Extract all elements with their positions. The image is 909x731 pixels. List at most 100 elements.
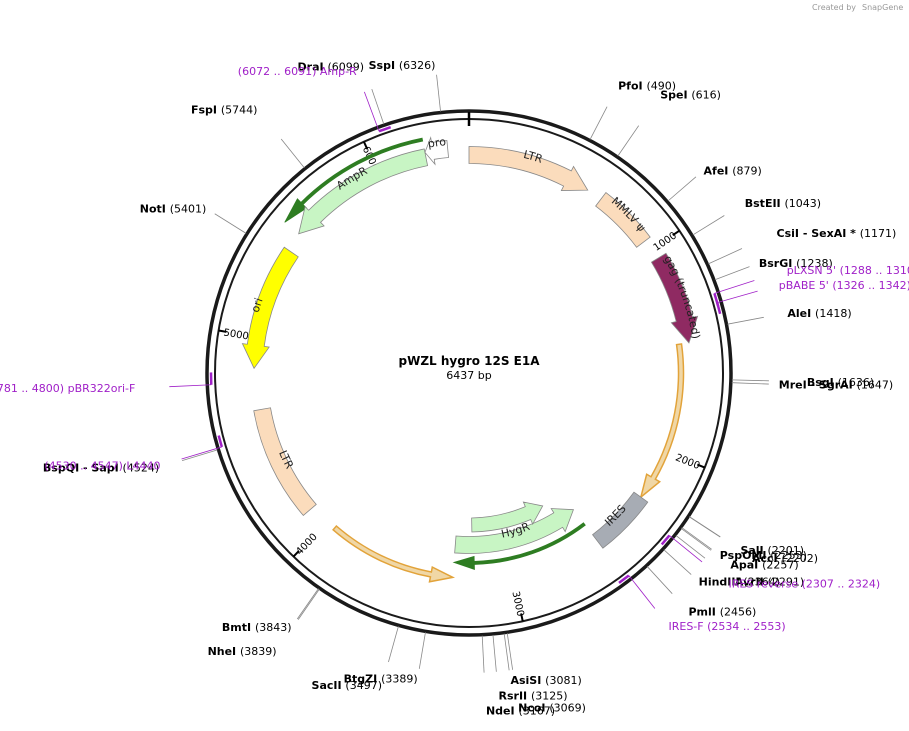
primer-line-pbabe-5 [717,290,758,303]
feature-label-ori: ori [249,296,266,314]
feature-label-ltr: LTR [522,148,544,166]
feature-mmlv-psi [595,192,651,248]
feature-ires [592,491,649,549]
enzyme-line-pspomi [681,527,712,550]
enzyme-line-btgzi [418,632,426,669]
primer-mark-ires-f [618,574,630,584]
backbone-outer-ring [205,109,733,637]
tick-6000 [362,141,369,150]
primer-line-pbr322ori-f [169,384,212,388]
enzyme-bmti: BmtI (3843) [222,621,292,634]
tick-5000 [218,329,227,333]
tick-label-1000: 1000 [652,230,679,253]
enzyme-line-sspi [436,74,441,112]
enzyme-line-ncoi [506,633,514,670]
enzyme-bsrgi: BsrGI (1238) [759,257,833,270]
feature-ori [241,246,299,370]
enzyme-bsgi: BsgI (1636) [807,376,874,389]
credit: Created by SnapGene [812,3,903,12]
enzyme-fspi: FspI (5744) [191,103,257,116]
primer-ires-reverse: IRES reverse (2307 .. 2324) [728,577,880,590]
feature-label-ampr-promoter: AmpR promoter [0,0,447,151]
primer-line-ires-f [628,575,656,609]
tick-label-2000: 2000 [674,452,702,472]
feature-ampr [298,148,429,235]
enzyme-rsrii: RsrII (3125) [499,690,568,703]
primer-line-ires-reverse [669,535,703,563]
enzyme-asisi: AsiSI (3081) [510,674,581,687]
tick-4000 [292,550,300,558]
enzyme-pmli: PmlI (2456) [688,605,756,618]
enzyme-line-alei [727,316,764,325]
plasmid-title: pWZL hygro 12S E1A 6437 bp [399,354,541,382]
tick-label-5000: 5000 [223,327,250,342]
enzyme-line-bsrgi [714,266,750,281]
enzyme-line-avrii [675,535,706,559]
tick-1000 [672,229,680,237]
enzyme-pspomi: PspOMI (2253) [720,549,807,562]
enzyme-bsteii: BstEII (1043) [745,197,821,210]
enzyme-line-apai [680,528,712,551]
primer-line-plxsn-5 [714,280,755,294]
orf-arc-2 [332,524,456,583]
primer-ires-f: IRES-F (2534 .. 2553) [668,620,785,633]
enzyme-line-sacii [388,626,399,663]
enzyme-avrii: AvrII (2291) [735,576,804,589]
enzyme-ndei: NdeI (3167) [486,705,555,718]
primer-amp-r: (6072 .. 6091) Amp-R [238,65,357,78]
enzyme-line-csii-sexai [708,248,743,265]
primer-plxsn-5: pLXSN 5' (1288 .. 1310) [787,264,909,277]
enzyme-line-drai [371,89,385,125]
enzyme-line-acci [688,516,721,538]
enzyme-mrei-sgrai: MreI - SgrAI (1647) [779,378,893,391]
enzyme-line-bspqi-sapi [181,449,218,462]
enzyme-line-fspi [280,138,305,169]
primer-mark-ires-reverse [660,534,671,546]
credit-brand: SnapGene [862,3,903,12]
enzyme-sites: SspI (6326)DraI (6099)FspI (5744)NotI (5… [43,59,896,718]
enzyme-line-pmli [646,566,673,594]
enzyme-spei: SpeI (616) [660,88,721,101]
enzyme-nhei: NheI (3839) [208,645,277,658]
enzyme-drai: DraI (6099) [298,60,364,73]
orf-arcs [284,137,685,583]
enzyme-csii-sexai: CsiI - SexAI * (1171) [777,227,897,240]
primer-mark-pbabe-5 [715,302,722,315]
feature-gag-truncated [650,252,699,344]
enzyme-sali: SalI (2201) [740,544,804,557]
plasmid-size: 6437 bp [446,369,491,382]
enzyme-hindiii: HindIII (2364) [699,575,780,588]
enzyme-alei: AleI (1418) [787,307,851,320]
enzyme-line-afei [667,176,697,202]
feature-ltr-2 [253,407,317,517]
enzyme-afei: AfeI (879) [704,164,762,177]
tick-label-4000: 4000 [294,532,320,558]
enzyme-line-mrei-sgrai [731,382,769,385]
orf-line-2 [452,522,586,570]
primer-pbabe-5: pBABE 5' (1326 .. 1342) [779,279,909,292]
enzyme-acci: AccI (2202) [752,552,818,565]
enzyme-sspi: SspI (6326) [369,59,436,72]
primer-mark-amp-r [378,125,392,133]
enzyme-line-bsgi [731,379,769,382]
primer-l4440: (4530 .. 4547) L4440 [44,459,160,472]
enzyme-line-bsteii [692,215,725,236]
enzyme-line-bmti [296,588,319,620]
enzyme-line-pfoi [589,106,608,140]
credit-created-by: Created by [812,3,856,12]
enzyme-line-nhei [297,588,320,620]
enzyme-line-noti [214,213,247,234]
orf-arc-1 [639,343,685,500]
enzyme-line-asisi [503,633,510,671]
enzyme-line-hindiii [663,549,692,575]
primer-sites: (6072 .. 6091) Amp-R pLXSN 5' (1288 .. 13… [0,65,909,633]
enzyme-bspqi-sapi: BspQI - SapI (4524) [43,462,159,475]
enzyme-line-rsrii [492,634,497,672]
feature-ltr [468,146,589,191]
enzyme-pfoi: PfoI (490) [618,79,676,92]
primer-line-l4440 [181,446,222,460]
feature-hygr-outer [471,501,544,533]
enzyme-ncoi: NcoI (3069) [518,701,586,714]
tick-label-3000: 3000 [509,590,525,617]
